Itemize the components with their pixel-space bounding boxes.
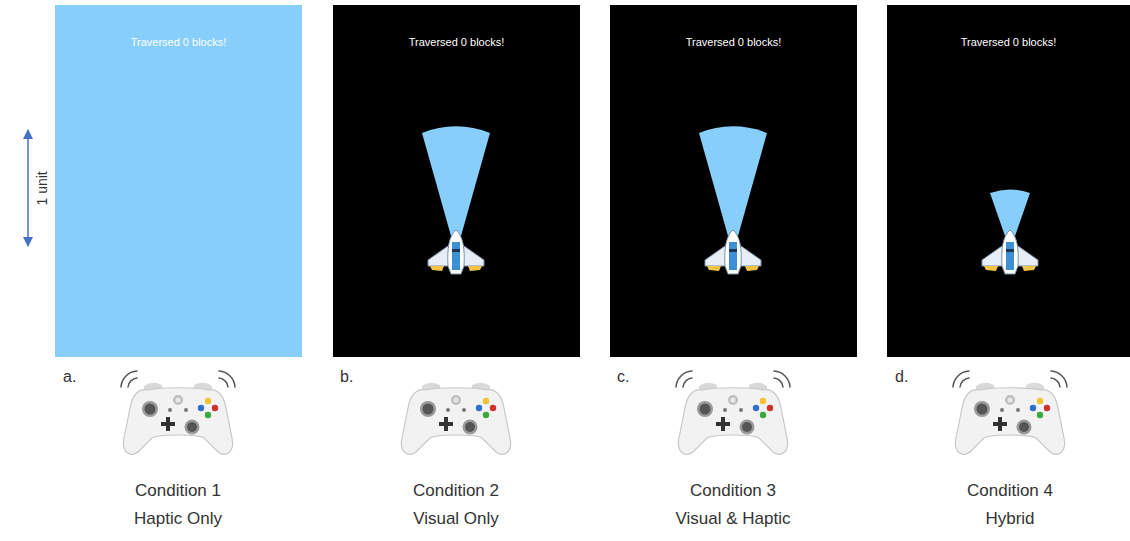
score-text: Traversed 0 blocks! [333,36,580,48]
condition-name: Visual Only [413,509,499,529]
game-panel: Traversed 0 blocks! [333,5,580,357]
game-panel: Traversed 0 blocks! [610,5,857,357]
score-text: Traversed 0 blocks! [55,36,302,48]
condition-number: Condition 1 [135,481,221,501]
panel-letter: c. [617,367,629,386]
game-panel: Traversed 0 blocks! [55,5,302,357]
game-panel: Traversed 0 blocks! [887,5,1130,357]
panel-letter: b. [340,367,353,386]
score-text: Traversed 0 blocks! [610,36,857,48]
condition-number: Condition 3 [690,481,776,501]
condition-number: Condition 4 [967,481,1053,501]
condition-name: Hybrid [985,509,1034,529]
panel-letter: a. [63,367,76,386]
score-text: Traversed 0 blocks! [887,36,1130,48]
condition-name: Visual & Haptic [676,509,791,529]
condition-number: Condition 2 [413,481,499,501]
dimension-label: 1 unit [34,171,51,205]
condition-name: Haptic Only [134,509,222,529]
panel-letter: d. [895,367,908,386]
